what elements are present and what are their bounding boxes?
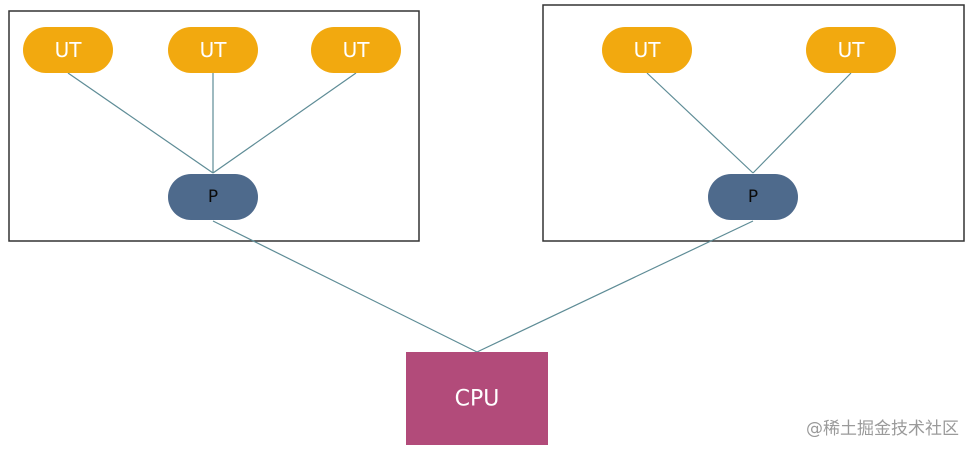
processor-label: P <box>748 187 758 207</box>
user-thread-label: UT <box>343 38 371 62</box>
connector-p-left-cpu <box>212 220 478 353</box>
connector-ut2-p-right <box>752 72 852 174</box>
watermark: @稀土掘金技术社区 <box>806 419 959 439</box>
user-thread-label: UT <box>634 38 662 62</box>
connector-ut3-p-left <box>212 72 357 174</box>
processor-node: P <box>708 174 798 220</box>
processor-label: P <box>208 187 218 207</box>
cpu-node: CPU <box>406 352 548 445</box>
connector-p-right-cpu <box>476 220 754 353</box>
user-thread-node: UT <box>806 27 896 73</box>
user-thread-node: UT <box>168 27 258 73</box>
connector-ut1-p-left <box>67 72 214 174</box>
cpu-label: CPU <box>455 387 500 412</box>
user-thread-label: UT <box>200 38 228 62</box>
connector-ut1-p-right <box>646 72 754 174</box>
user-thread-node: UT <box>23 27 113 73</box>
processor-node: P <box>168 174 258 220</box>
user-thread-label: UT <box>838 38 866 62</box>
user-thread-label: UT <box>55 38 83 62</box>
user-thread-node: UT <box>602 27 692 73</box>
user-thread-node: UT <box>311 27 401 73</box>
